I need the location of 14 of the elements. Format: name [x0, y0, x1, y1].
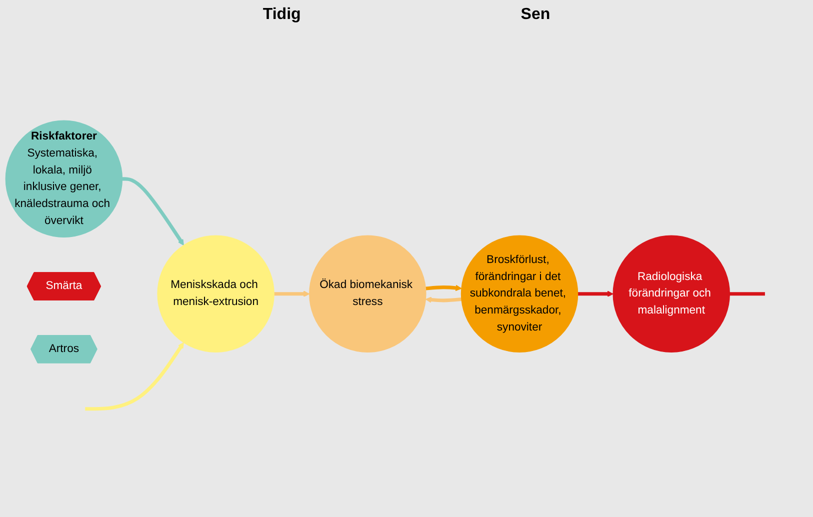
node-circle: Ökad biomekanisk stress — [309, 236, 426, 353]
node-circle: Meniskskada och menisk-extrusion — [157, 236, 274, 353]
arrow — [425, 297, 462, 304]
arrow — [578, 291, 614, 298]
connector — [730, 292, 765, 296]
arrow — [274, 291, 310, 298]
node-circle: Radiologiska förändringar och malalignment — [612, 236, 730, 353]
stage-label: Tidig — [262, 6, 301, 25]
stage-label: Sen — [520, 6, 550, 25]
arrow — [85, 342, 184, 412]
arrow — [122, 178, 184, 246]
node-circle: Broskförlust, förändringar i det subkondrala benet, benmärgsskador, synoviter — [460, 236, 578, 353]
arrow — [426, 285, 462, 292]
node-circle: Riskfaktorer Systematiska, lokala, miljö inklusive gener, knäledstrauma och övervikt — [5, 120, 123, 238]
